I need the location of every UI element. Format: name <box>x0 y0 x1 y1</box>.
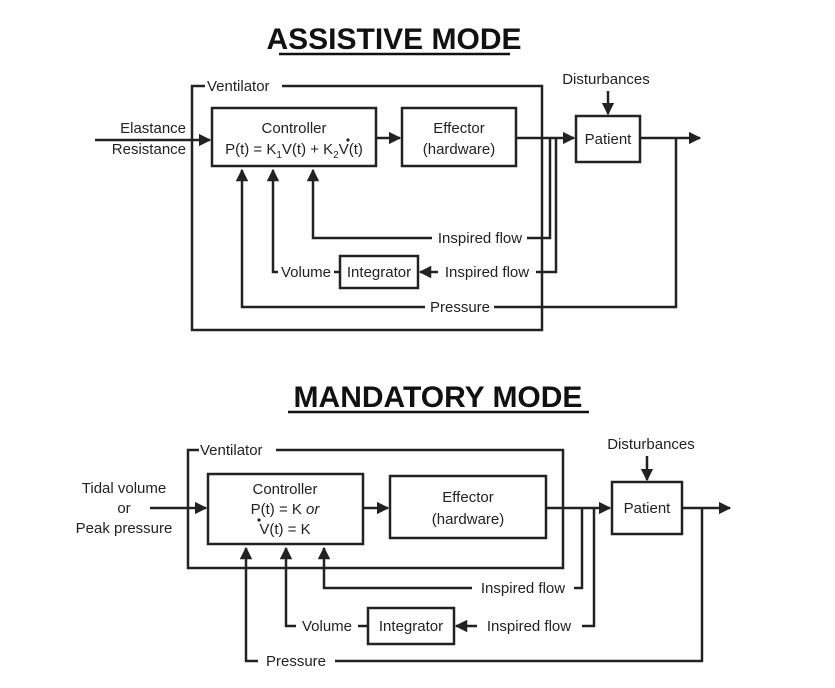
assistive-flow-tap-lower <box>536 138 558 274</box>
assistive-ventilator-frame <box>190 84 544 332</box>
mandatory-input-or: or <box>117 500 130 517</box>
mandatory-integrator-label: Integrator <box>379 618 443 635</box>
assistive-title: ASSISTIVE MODE <box>266 23 521 56</box>
mandatory-flow-feedback-arrow <box>317 546 472 590</box>
assistive-pressure-tap <box>494 138 678 309</box>
assistive-integrator-label: Integrator <box>347 264 411 281</box>
mandatory-integrator-box <box>366 606 456 646</box>
assistive-volume-feedback-arrow <box>266 168 280 274</box>
mandatory-effector-box <box>388 474 548 540</box>
assistive-effector-line1: Effector <box>433 120 484 137</box>
mandatory-patient-label: Patient <box>624 500 672 517</box>
assistive-effector-box <box>400 106 518 168</box>
assistive-patient-label: Patient <box>585 131 633 148</box>
mandatory-pressure-label: Pressure <box>266 653 326 670</box>
assistive-flow-feedback-arrow <box>306 168 432 240</box>
mandatory-volume-label: Volume <box>302 618 352 635</box>
assistive-volume-label: Volume <box>281 264 331 281</box>
assistive-ventilator-label: Ventilator <box>207 78 270 95</box>
assistive-vdot-mark <box>346 138 350 142</box>
assistive-disturbances-label: Disturbances <box>562 71 650 88</box>
assistive-inspired-flow-label-1: Inspired flow <box>438 230 522 247</box>
assistive-controller-equation: P(t) = K1V(t) + K2V(t) <box>225 141 363 161</box>
mandatory-inspired-flow-label-1: Inspired flow <box>481 580 565 597</box>
mandatory-flow-tap-lower <box>582 508 596 628</box>
assistive-input-elastance: Elastance <box>120 120 186 137</box>
mandatory-input-tidal-volume: Tidal volume <box>82 480 166 497</box>
mandatory-pressure-feedback-arrow <box>239 546 258 663</box>
mandatory-controller-box <box>206 472 365 546</box>
assistive-inspired-flow-label-2: Inspired flow <box>445 264 529 281</box>
mandatory-effector-line2: (hardware) <box>432 511 505 528</box>
assistive-mode-diagram: ASSISTIVE MODE Ventilator Elastance Resi… <box>95 23 702 332</box>
mandatory-disturbances-label: Disturbances <box>607 436 695 453</box>
mandatory-title: MANDATORY MODE <box>294 381 583 414</box>
mandatory-vdot-mark <box>257 518 261 522</box>
mandatory-pressure-tap <box>335 508 704 663</box>
mandatory-controller-line2: P(t) = K or <box>251 501 321 518</box>
assistive-flow-tap-upper <box>527 138 552 240</box>
mandatory-volume-feedback-arrow <box>279 546 296 628</box>
mandatory-ventilator-label: Ventilator <box>200 442 263 459</box>
assistive-pressure-feedback-arrow <box>235 168 425 309</box>
assistive-controller-box <box>210 106 378 168</box>
assistive-pressure-label: Pressure <box>430 299 490 316</box>
mandatory-input-peak-pressure: Peak pressure <box>76 520 173 537</box>
mandatory-patient-box <box>610 480 684 536</box>
mandatory-inspired-flow-label-2: Inspired flow <box>487 618 571 635</box>
mandatory-flow-tap-upper <box>574 508 584 590</box>
mandatory-controller-line3: V(t) = K <box>259 521 310 538</box>
assistive-effector-line2: (hardware) <box>423 141 496 158</box>
mandatory-mode-diagram: MANDATORY MODE Ventilator Tidal volume o… <box>76 381 732 670</box>
mandatory-controller-title: Controller <box>252 481 317 498</box>
assistive-input-resistance: Resistance <box>112 141 186 158</box>
mandatory-ventilator-frame <box>186 448 565 570</box>
assistive-controller-title: Controller <box>261 120 326 137</box>
mandatory-effector-line1: Effector <box>442 489 493 506</box>
